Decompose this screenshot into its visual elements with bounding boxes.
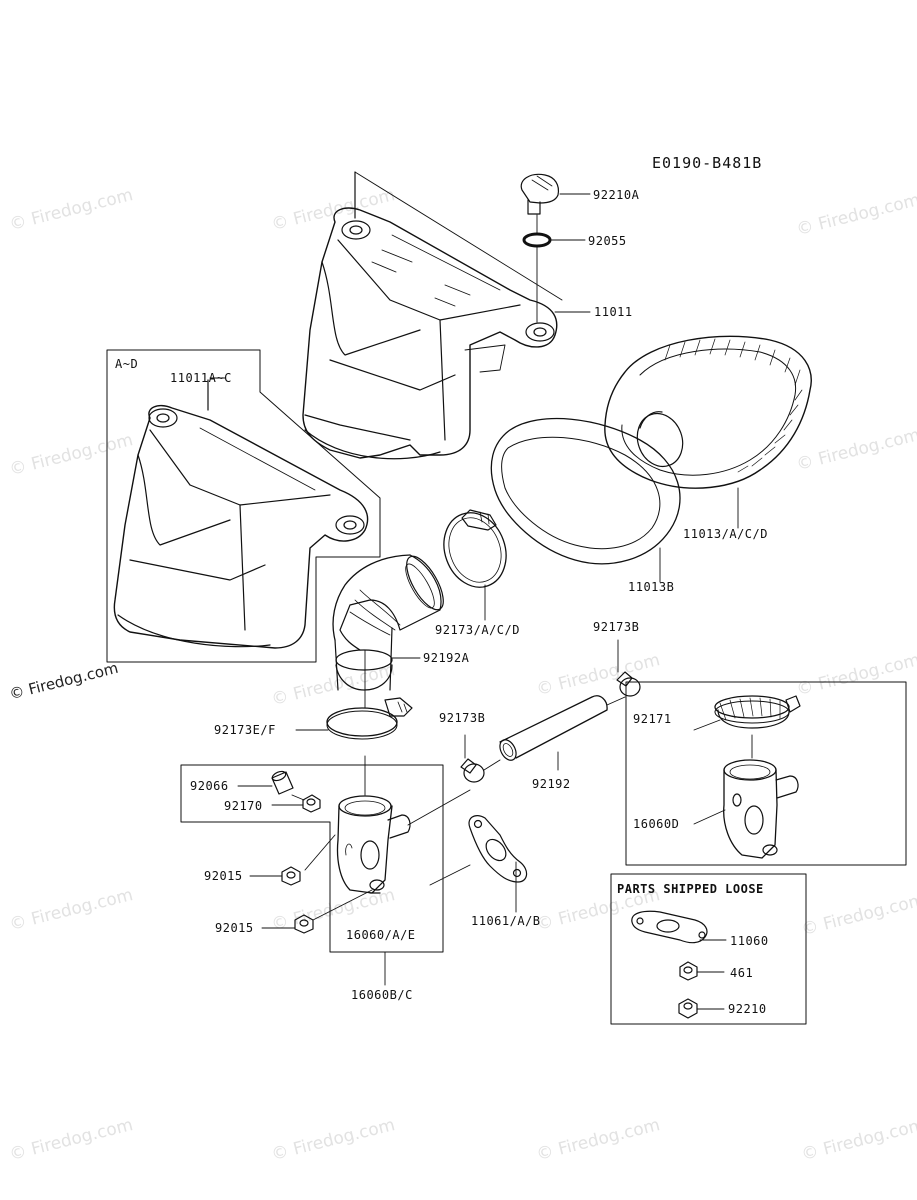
pre-cleaner-11013B <box>490 417 681 565</box>
gasket-11060 <box>631 910 708 944</box>
part-label-11060: 11060 <box>730 934 769 948</box>
nut-92015-a <box>281 866 301 886</box>
plug-92210A <box>520 173 560 215</box>
part-label-92173B-top: 92173B <box>593 620 640 634</box>
inset-box-16060D <box>625 681 907 866</box>
nut-92210 <box>678 998 698 1019</box>
part-label-461: 461 <box>730 966 754 980</box>
gasket-11061AB <box>468 815 528 883</box>
part-label-92173B-mid: 92173B <box>439 711 486 725</box>
part-label-92210A: 92210A <box>593 188 640 202</box>
part-label-92170: 92170 <box>224 799 263 813</box>
inset-box-variant <box>106 349 381 663</box>
clamp-92171 <box>714 695 801 729</box>
part-label-92192: 92192 <box>532 777 571 791</box>
stud-92066 <box>271 770 294 795</box>
nut-92015-b <box>294 914 314 934</box>
leader-lines <box>209 193 739 1010</box>
diagram-code: E0190-B481B <box>652 154 763 172</box>
air-filter-element <box>604 335 812 489</box>
parts-shipped-loose-box <box>610 873 807 1025</box>
inset-variant-label: A~D <box>115 357 139 371</box>
nut-461 <box>679 961 698 981</box>
part-label-92192A: 92192A <box>423 651 470 665</box>
clamp-92173EF <box>326 697 413 740</box>
part-label-92015-a: 92015 <box>204 869 243 883</box>
part-label-11061AB: 11061/A/B <box>471 914 541 928</box>
part-label-16060BC: 16060B/C <box>351 988 413 1002</box>
part-label-92171: 92171 <box>633 712 672 726</box>
air-cleaner-housing-11011 <box>302 171 563 460</box>
part-label-92055: 92055 <box>588 234 627 248</box>
part-label-92173EF: 92173E/F <box>214 723 276 737</box>
part-label-16060D: 16060D <box>633 817 680 831</box>
lower-group-box <box>180 764 444 953</box>
part-label-11011: 11011 <box>594 305 633 319</box>
adapter-16060D <box>723 759 799 859</box>
part-label-92210: 92210 <box>728 1002 767 1016</box>
adapter-16060AE <box>336 795 411 894</box>
clamp-92173B-mid <box>460 758 485 783</box>
part-label-16060AE: 16060/A/E <box>346 928 416 942</box>
washer-92055 <box>522 232 552 248</box>
elbow-hose-92192A <box>332 554 444 691</box>
air-cleaner-housing-11011A-C <box>113 379 369 649</box>
part-label-11013B: 11013B <box>628 580 675 594</box>
part-label-92066: 92066 <box>190 779 229 793</box>
part-label-11011A-C: 11011A~C <box>170 371 232 385</box>
nut-92170 <box>302 794 321 813</box>
parts-shipped-loose-title: PARTS SHIPPED LOOSE <box>617 882 764 896</box>
clamp-92173ACD <box>443 509 507 588</box>
part-label-92015-b: 92015 <box>215 921 254 935</box>
part-label-92173ACD: 92173/A/C/D <box>435 623 520 637</box>
clamp-92173B-top <box>616 671 641 697</box>
hose-92192 <box>499 695 608 761</box>
part-label-11013ACD: 11013/A/C/D <box>683 527 768 541</box>
